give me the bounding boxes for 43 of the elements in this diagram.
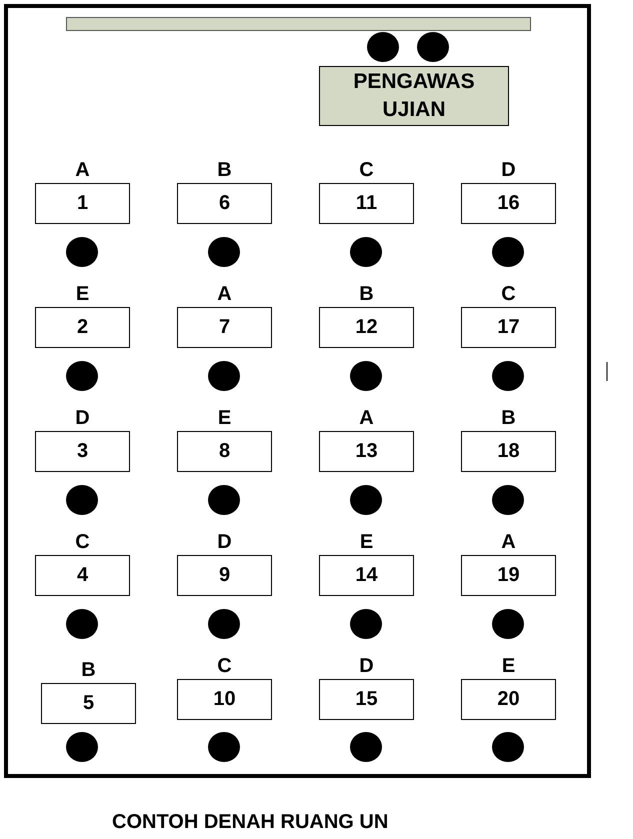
exam-type-letter: E bbox=[500, 655, 516, 677]
student-desk: 19 bbox=[461, 555, 556, 596]
exam-type-letter: B bbox=[358, 283, 375, 305]
student-desk: 10 bbox=[177, 679, 272, 720]
student-desk: 3 bbox=[35, 431, 130, 472]
exam-type-letter: C bbox=[358, 159, 375, 181]
student-desk: 20 bbox=[461, 679, 556, 720]
exam-type-letter: E bbox=[216, 407, 232, 429]
student-desk: 9 bbox=[177, 555, 272, 596]
exam-type-letter: E bbox=[74, 283, 90, 305]
blackboard bbox=[66, 17, 531, 31]
exam-type-letter: C bbox=[74, 531, 91, 553]
student-desk: 17 bbox=[461, 307, 556, 348]
exam-type-letter: D bbox=[216, 531, 233, 553]
exam-type-letter: A bbox=[500, 531, 517, 553]
student-desk: 6 bbox=[177, 183, 272, 224]
student-desk: 11 bbox=[319, 183, 414, 224]
exam-type-letter: A bbox=[74, 159, 91, 181]
student-desk: 8 bbox=[177, 431, 272, 472]
student-desk: 14 bbox=[319, 555, 414, 596]
exam-type-letter: E bbox=[358, 531, 374, 553]
student-desk: 1 bbox=[35, 183, 130, 224]
student-desk: 15 bbox=[319, 679, 414, 720]
exam-type-letter: D bbox=[358, 655, 375, 677]
student-desk: 18 bbox=[461, 431, 556, 472]
exam-type-letter: D bbox=[74, 407, 91, 429]
exam-type-letter: C bbox=[500, 283, 517, 305]
student-desk: 2 bbox=[35, 307, 130, 348]
exam-type-letter: D bbox=[500, 159, 517, 181]
exam-type-letter: C bbox=[216, 655, 233, 677]
student-desk: 12 bbox=[319, 307, 414, 348]
student-desk: 7 bbox=[177, 307, 272, 348]
exam-type-letter: A bbox=[216, 283, 233, 305]
exam-type-letter: B bbox=[216, 159, 233, 181]
caption: CONTOH DENAH RUANG UN bbox=[112, 811, 388, 834]
student-desk: 16 bbox=[461, 183, 556, 224]
supervisor-desk: PENGAWAS UJIAN bbox=[319, 66, 509, 126]
student-desk: 13 bbox=[319, 431, 414, 472]
student-desk: 4 bbox=[35, 555, 130, 596]
exam-type-letter: B bbox=[80, 659, 97, 681]
exam-type-letter: B bbox=[500, 407, 517, 429]
student-desk: 5 bbox=[41, 683, 136, 724]
exam-type-letter: A bbox=[358, 407, 375, 429]
